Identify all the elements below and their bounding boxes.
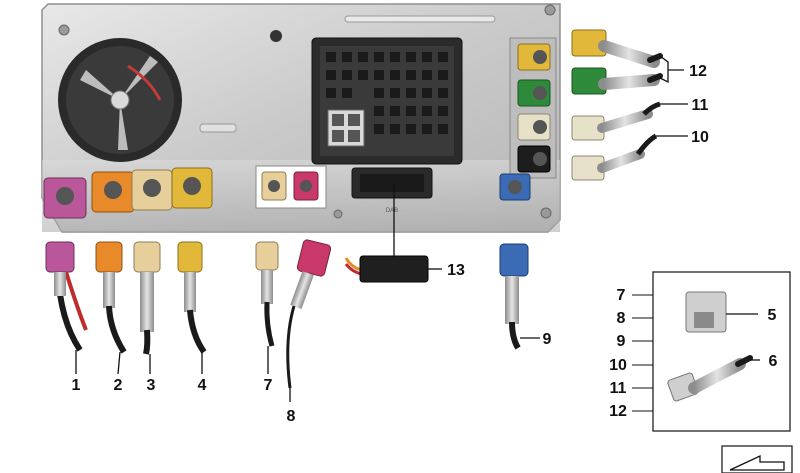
callout-11: 11 [692,97,709,114]
inset-item-9: 9 [617,333,626,350]
unit-bottom-sockets [43,165,327,219]
callout-1: 1 [72,377,81,394]
callout-6: 6 [769,353,778,370]
callout-7: 7 [264,377,273,394]
callout-13: 13 [447,262,465,279]
inset-angled-connector [667,355,753,402]
inset-item-11: 11 [610,380,627,397]
inset-item-8: 8 [617,310,626,327]
cable-13-plug [344,255,429,283]
dab-socket: DAB [351,167,433,214]
callout-8: 8 [287,408,296,425]
cable-4 [177,241,207,354]
callout-4: 4 [198,377,207,394]
callout-labels: 1 2 3 4 7 8 9 13 12 11 10 5 6 [72,63,778,425]
inset-item-10: 10 [609,357,627,374]
callout-12: 12 [689,63,707,80]
callout-2: 2 [114,377,123,394]
corner-arrow-icon [721,445,793,473]
plug-11 [571,101,661,141]
callout-5: 5 [768,307,777,324]
inset-item-12: 12 [609,403,627,420]
cable-9 [499,243,529,350]
cable-7 [255,241,279,347]
unit-right-sockets [499,37,557,201]
dab-label: DAB [386,208,398,214]
quadlock-connector [311,37,463,165]
inset-item-7: 7 [617,287,626,304]
inset-box [652,271,791,432]
callout-10: 10 [691,129,709,146]
plug-12-curry [571,29,663,68]
plug-12-green [571,67,663,95]
cable-1 [45,241,88,352]
callout-9: 9 [543,331,552,348]
cable-3 [133,241,161,355]
cable-8 [286,239,332,389]
callout-3: 3 [147,377,156,394]
cooling-fan [58,38,182,162]
inset-list: 7 8 9 10 11 12 [609,287,653,420]
plug-10 [571,133,658,181]
leader-lines [75,55,688,402]
cable-2 [95,241,127,354]
